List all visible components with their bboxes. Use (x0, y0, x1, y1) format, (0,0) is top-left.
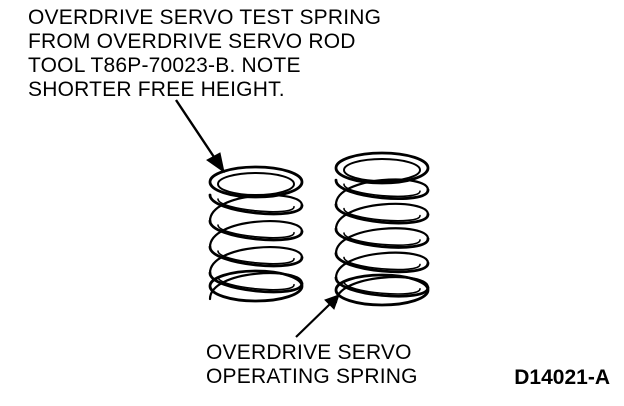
spring-coil-inner (343, 207, 421, 222)
spring-coil-inner (217, 224, 295, 239)
spring-coil-back (208, 220, 304, 249)
spring-coil-front (334, 252, 430, 274)
spring-coil-back (334, 202, 430, 231)
callout-line: OVERDRIVE SERVO (206, 341, 412, 364)
spring-coil-inner (343, 281, 421, 295)
spring-coil-back (208, 246, 304, 275)
spring-coil-inner (217, 276, 295, 291)
operating-spring (334, 151, 430, 307)
spring-end-ring (208, 269, 304, 303)
spring-coil-front (334, 203, 430, 225)
spring-end-ring (208, 165, 304, 199)
spring-inner-ring (343, 158, 421, 182)
test-spring (208, 165, 304, 303)
spring-coil-front (208, 193, 304, 216)
spring-coil-front (334, 227, 430, 249)
spring-coil-front (334, 178, 430, 200)
spring-coil-back (334, 251, 430, 279)
spring-coil-back (208, 272, 304, 301)
callout-line: TOOL T86P-70023-B. NOTE (28, 54, 301, 77)
callout-line: FROM OVERDRIVE SERVO ROD (28, 30, 356, 53)
spring-coil-front (208, 245, 304, 268)
leader-test-spring (175, 99, 225, 174)
spring-coil-inner (217, 198, 295, 213)
spring-coil-back (334, 227, 430, 255)
spring-inner-ring (217, 172, 295, 196)
spring-end-ring (334, 151, 430, 185)
spring-end-ring (334, 273, 430, 307)
spring-coil-inner (343, 183, 421, 198)
spring-coil-back (334, 178, 430, 206)
callout-line: OPERATING SPRING (206, 365, 418, 388)
callout-test-spring: OVERDRIVE SERVO TEST SPRING FROM OVERDRI… (28, 6, 381, 102)
figure-code: D14021-A (514, 366, 610, 389)
spring-coil-inner (343, 232, 421, 246)
callout-line: SHORTER FREE HEIGHT. (28, 78, 285, 101)
spring-coil-front (208, 219, 304, 242)
spring-coil-inner (343, 256, 421, 271)
callout-operating-spring: OVERDRIVE SERVO OPERATING SPRING (206, 341, 418, 389)
callout-line: OVERDRIVE SERVO TEST SPRING (28, 6, 382, 29)
spring-coil-back (208, 194, 304, 223)
leader-operating-spring (295, 294, 340, 338)
spring-coil-inner (217, 250, 295, 265)
